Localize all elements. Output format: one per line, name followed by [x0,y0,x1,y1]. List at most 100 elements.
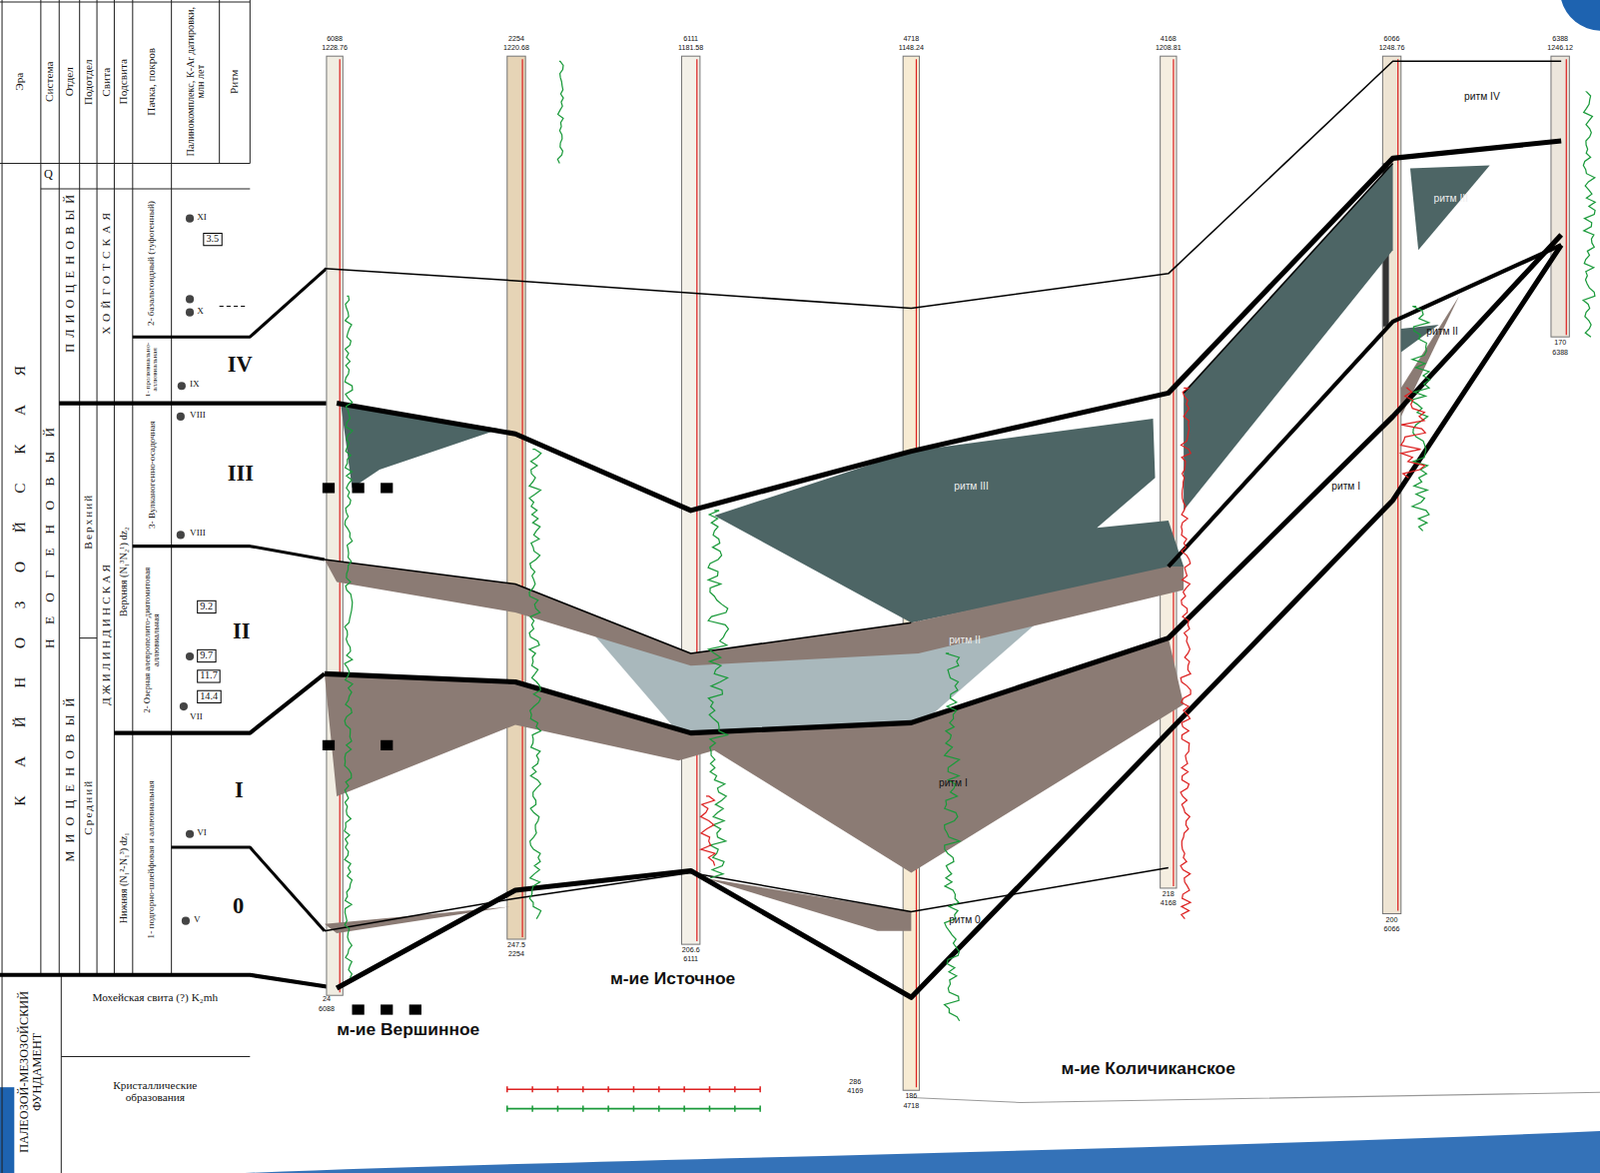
palynology-symbols [176,214,194,925]
column-label: 1- пролювиально-аллювиальная [132,337,172,401]
palynology-symbols [185,294,194,303]
strat-column-grid [131,0,133,975]
sample-markers [351,1003,364,1014]
section-label: 6088 [309,34,361,43]
log-curve [944,653,960,1021]
strat-column-grid [0,162,250,164]
well-red-lines [339,58,341,992]
palynology-symbols [185,652,194,661]
section-label: 206.6 [670,945,712,954]
log-scale [582,1085,585,1092]
column-label: 1- подгорно-шлейфовая и аллювиальная [132,747,172,972]
section-label: м-ие Количиканское [1061,1059,1236,1078]
log-curves [344,60,1596,1020]
strat-column-grid [39,0,41,975]
boundary-leaders [132,546,325,560]
rhythm-fills [704,877,911,931]
sample-markers [322,740,335,751]
boundary-leaders [0,268,337,988]
rhythm-fills [324,162,1491,932]
correlation-lines [324,559,911,654]
section-label: Мохейская свита (?) K₂mh [88,991,222,1004]
section-label: 4718 [890,1100,932,1109]
section-label: 170 [1540,338,1582,347]
sample-markers [380,482,393,493]
correlation-lines [324,234,1562,734]
section-label: III [227,461,254,486]
date-box: 14.4 [196,690,221,704]
palynology-symbols [176,412,185,421]
wells [507,55,526,939]
section-label: I [234,778,244,802]
log-scale [506,1105,509,1112]
log-curve [1180,387,1191,918]
strat-column-grid [60,1055,250,1057]
section-label: ритм II [948,635,981,647]
well-red-lines [339,58,1567,1087]
section-label: 1228.76 [309,43,361,52]
boundary-leaders [58,401,327,406]
column-label: Нижняя (N₁²-N₁³) dz₁ [113,786,132,970]
section-label: 247.5 [496,940,538,949]
column-label: Ритм [219,4,251,158]
section-label: м-ие Источное [610,969,736,988]
palynology-symbols [185,214,194,223]
column-label: 3- Вулканогенно-осадочная [132,405,172,544]
column-label: КАЙНОЗОЙСКАЯ [0,214,40,929]
palynology-symbols [177,381,186,390]
log-scale [709,1105,712,1112]
column-label: МИОЦЕНОВЫЙ [58,643,79,909]
date-box: 11.7 [196,669,221,683]
date-box: 9.2 [196,600,216,614]
log-scale [531,1085,534,1092]
well-red-lines [1397,58,1399,910]
section-label: 1208.81 [1142,43,1194,52]
section-label: 1148.24 [885,43,937,52]
section-label: II [232,618,250,643]
palynology-symbols [179,702,188,711]
section-label: 6111 [665,34,717,43]
boundary-leaders [219,305,246,307]
section-label: ритм III [1433,193,1468,205]
date-box: 3.5 [202,232,222,246]
column-label: ПЛИОЦЕНОВЫЙ [58,168,79,373]
column-label: Система [40,4,59,158]
section-label: 1220.68 [490,43,542,52]
section-label: V [193,913,201,924]
log-scale [557,1085,560,1092]
log-scale [506,1085,509,1092]
column-label: Верхняя (N₁³N₂¹) dz₂ [113,418,132,726]
strat-column-grid [1,0,3,1173]
log-scale [658,1085,661,1092]
log-scale [531,1105,534,1112]
blue-decor [1561,0,1600,31]
blue-decor [244,1130,1600,1173]
log-curve [529,449,542,919]
column-label: Эра [0,4,40,158]
strat-column-grid [0,0,250,1173]
strat-column-grid [60,974,62,1173]
section-label: ритм IV [1464,91,1501,103]
section-label: 286 [834,1077,876,1086]
section-label: Q [43,167,53,181]
wells [681,55,700,944]
palynology-symbols [185,829,194,838]
correlation-lines [910,1091,1600,1102]
correlation-lines [324,866,1169,930]
section-label: VIII [189,410,206,421]
sample-markers [351,482,364,493]
correlation-lines [324,60,1600,1102]
boundary-leaders [219,545,246,547]
log-scale [759,1085,762,1092]
log-curve [1401,387,1427,478]
log-scale [734,1085,737,1092]
log-scale [734,1105,737,1112]
strat-column-grid [78,0,80,975]
log-scale [607,1105,610,1112]
column-label: Свита [97,4,115,158]
section-label: 4169 [834,1086,876,1095]
section-label: 6388 [1540,347,1582,356]
section-label: 24 [306,994,348,1003]
section-label: VI [196,827,207,838]
